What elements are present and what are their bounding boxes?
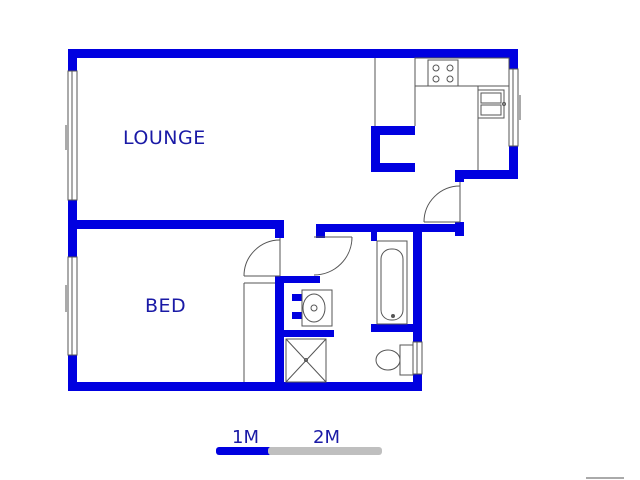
- scale-segment-1m: [216, 447, 272, 455]
- stove: [427, 59, 459, 87]
- wall-bottom: [68, 382, 422, 391]
- shower: [285, 338, 327, 383]
- basin: [301, 289, 333, 327]
- wall-bath-right: [413, 224, 422, 391]
- scale-label-1m: 1M: [232, 427, 259, 448]
- wall-step-vertical: [455, 170, 464, 182]
- stove-burner: [432, 75, 440, 83]
- wall-top: [68, 49, 518, 58]
- stove-burner: [432, 64, 440, 72]
- wall-basin-top: [284, 276, 320, 283]
- wall-bath-top: [316, 224, 464, 232]
- door-bath-swing: [313, 236, 353, 276]
- room-label-bed: BED: [145, 295, 187, 317]
- walls: [68, 49, 518, 391]
- toilet-cistern: [399, 344, 414, 376]
- wall-right-upper: [509, 146, 518, 178]
- room-label-lounge: LOUNGE: [123, 127, 206, 149]
- bathroom: [243, 240, 414, 383]
- door-entrance-swing: [423, 185, 461, 223]
- door-bed-swing: [243, 239, 281, 277]
- wall-bed-stub: [275, 220, 284, 238]
- wall-bath-toilet: [371, 324, 419, 332]
- wall-left-upper: [68, 49, 77, 71]
- wall-hall-bath: [316, 224, 325, 238]
- scale-label-2m: 2M: [313, 427, 340, 448]
- stove-burner: [446, 64, 454, 72]
- kitchen-sink: [477, 89, 505, 119]
- wall-basin-shower-divider: [284, 330, 334, 337]
- wall-right-top: [509, 49, 518, 69]
- wall-kitchen-left: [371, 126, 380, 172]
- wall-step-horizontal: [455, 170, 518, 179]
- wall-bed-top: [68, 220, 284, 229]
- bathtub: [376, 240, 408, 325]
- wall-bath-left: [371, 232, 377, 241]
- kitchen: [374, 57, 510, 170]
- wall-kitchen-top: [371, 126, 415, 135]
- stove-burner: [446, 75, 454, 83]
- wall-basin-stub-top: [292, 294, 302, 301]
- wall-kitchen-bottom: [371, 163, 415, 172]
- doors: [243, 182, 461, 277]
- toilet-bowl: [375, 349, 401, 371]
- wall-basin-stub-bottom: [292, 312, 302, 319]
- wall-bed-right: [275, 276, 284, 391]
- scale-segment-2m: [268, 447, 382, 455]
- wall-left-lower: [68, 355, 77, 391]
- scale-bar: [216, 447, 382, 455]
- kitchen-counter: [414, 57, 510, 87]
